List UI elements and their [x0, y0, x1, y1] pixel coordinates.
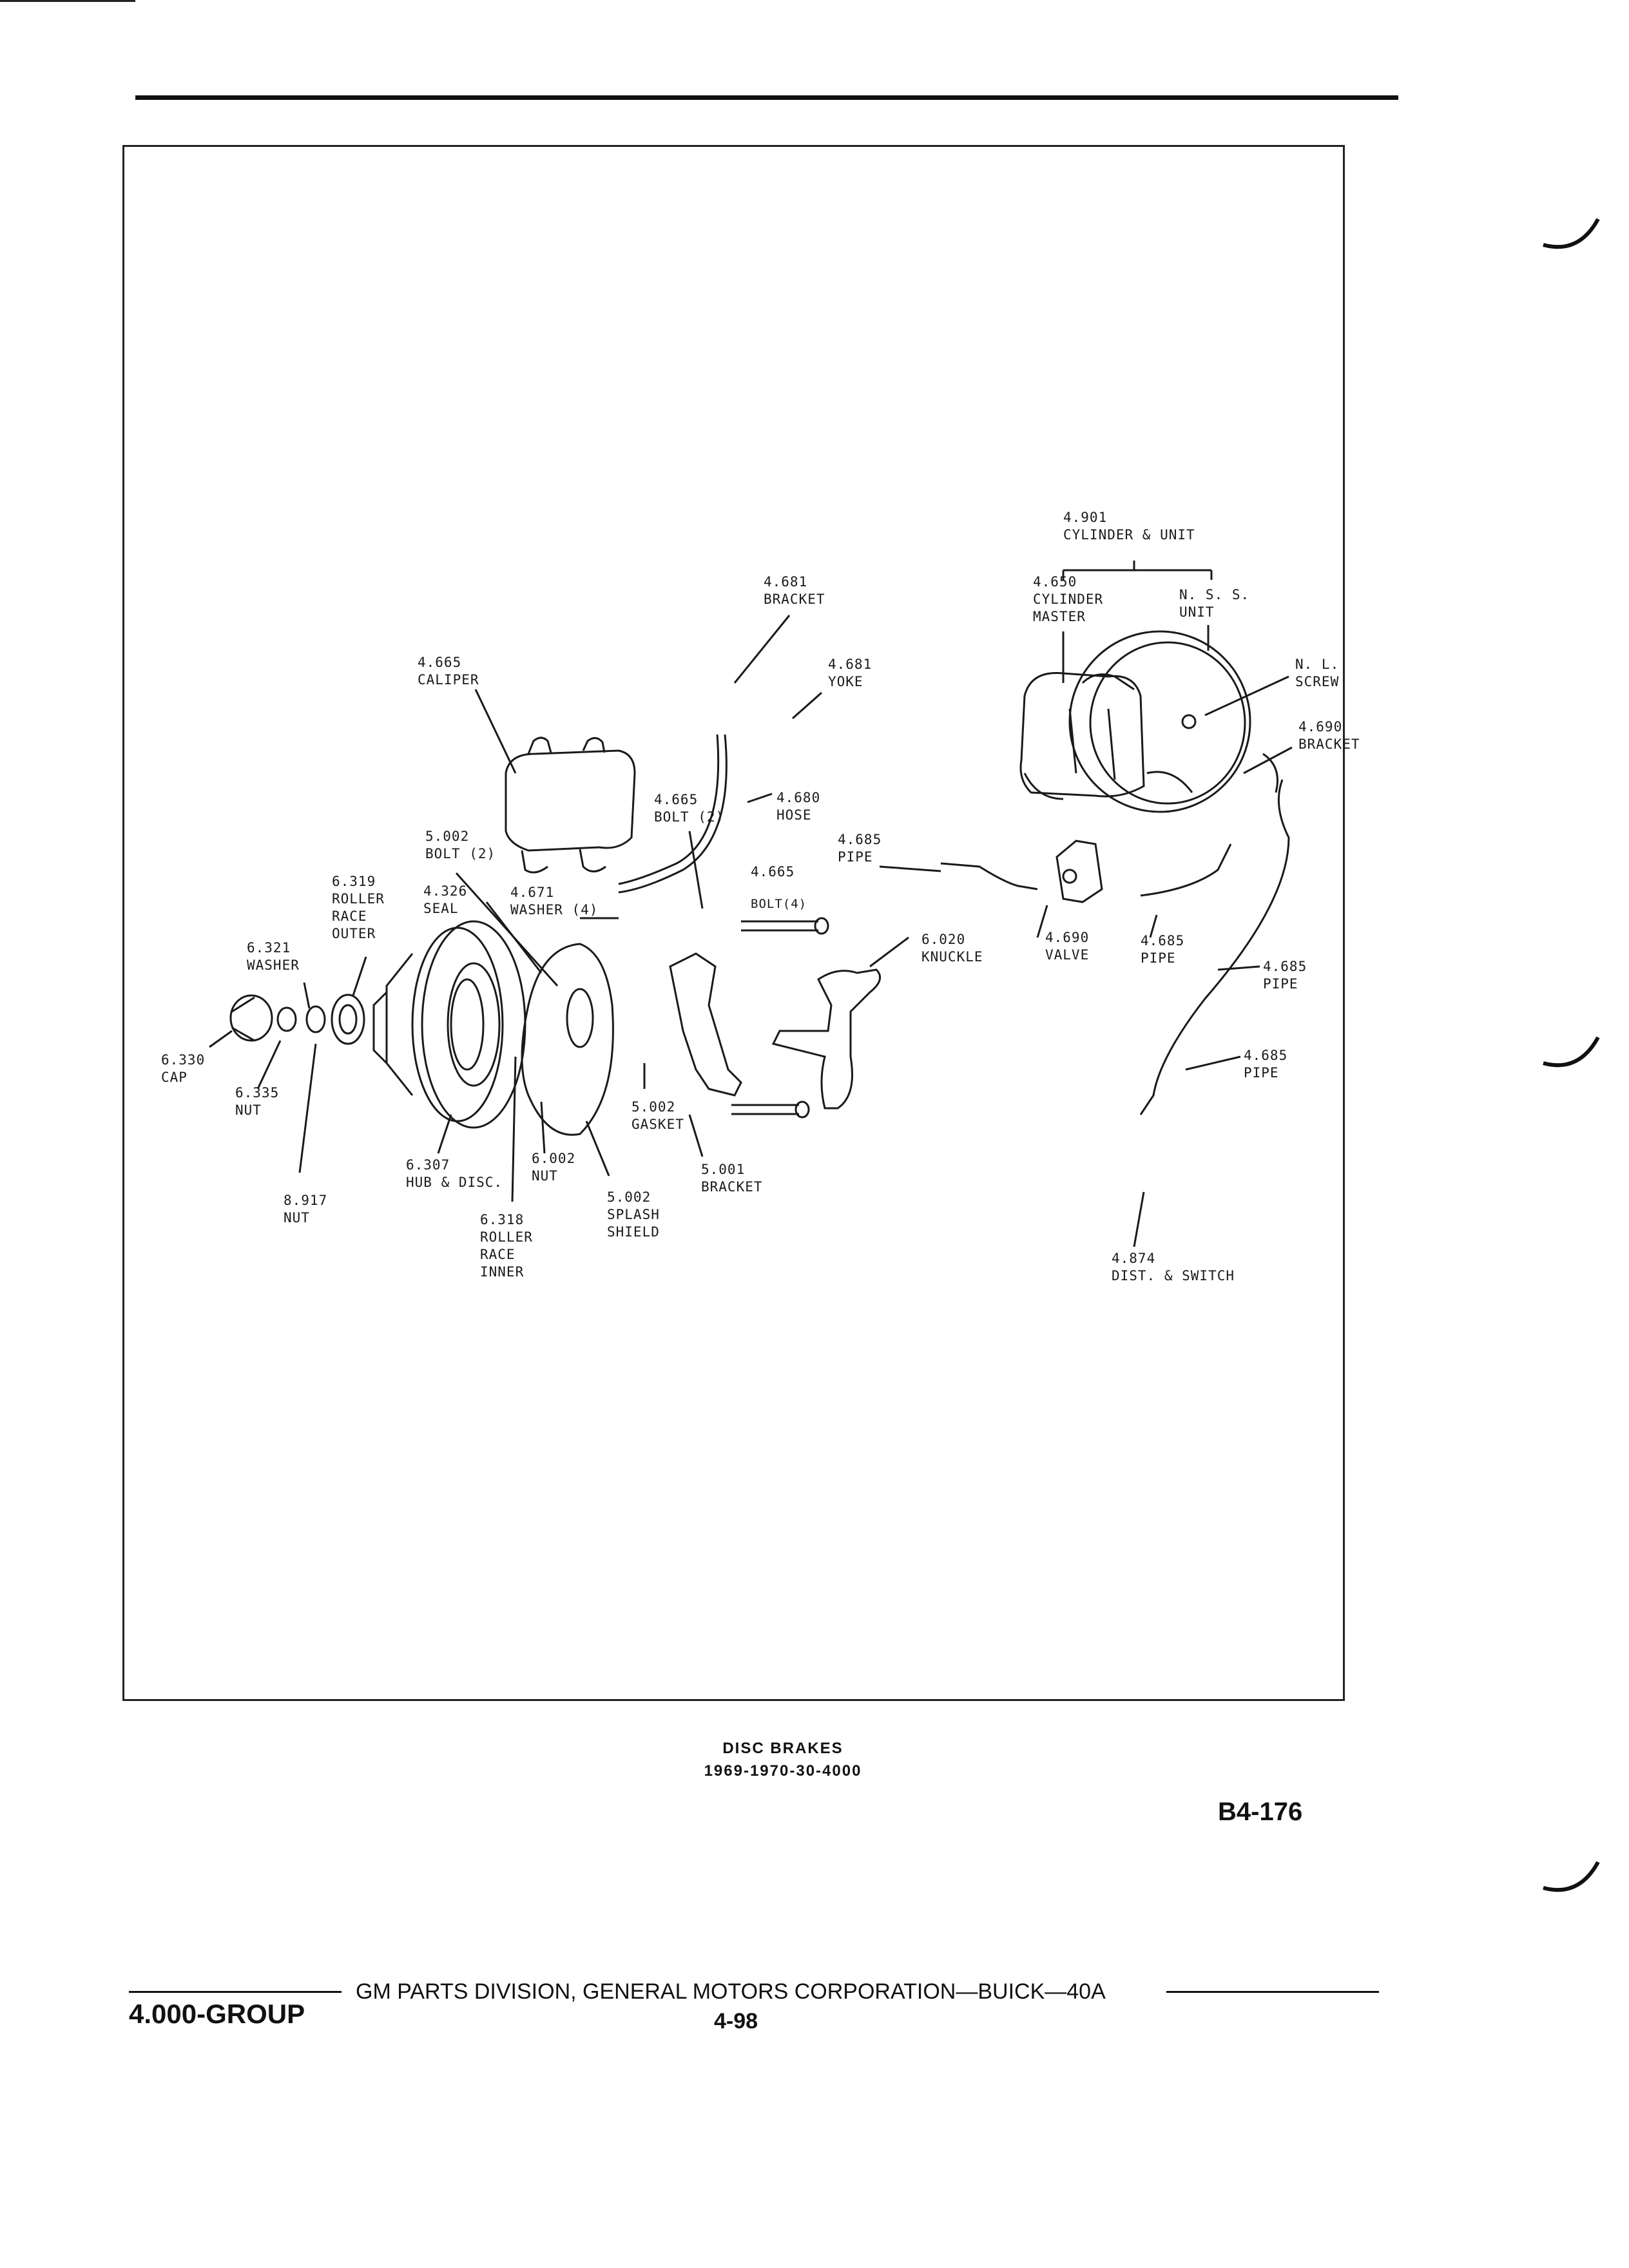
- illustration-frame: [122, 145, 1345, 1701]
- label-knuckle: 6.020 KNUCKLE: [921, 932, 983, 965]
- figure-caption-title: DISC BRAKES: [722, 1740, 843, 1757]
- page-id: B4-176: [1218, 1798, 1303, 1826]
- label-washer-4671: 4.671 WASHER (4): [510, 885, 599, 918]
- label-pipe-4685-a: 4.685 PIPE: [838, 832, 882, 865]
- scan-edge-line: [0, 0, 135, 2]
- outer-bearing: [331, 994, 365, 1045]
- label-hose-4680: 4.680 HOSE: [776, 790, 821, 823]
- label-bolt-4-small: BOLT(4): [751, 897, 807, 911]
- brake-pipe-b: [1140, 843, 1232, 897]
- label-cylinder-master: 4.650 CYLINDER MASTER: [1033, 574, 1104, 624]
- label-bolt-4665-2: 4.665 BOLT (2): [654, 792, 725, 825]
- label-nss-unit: N. S. S. UNIT: [1179, 587, 1250, 620]
- brake-hose: [618, 734, 728, 894]
- brake-pipe-a: [940, 862, 1038, 890]
- binder-mark-2: [1543, 1036, 1600, 1068]
- label-bracket-4690: 4.690 BRACKET: [1298, 719, 1360, 752]
- binder-mark-3: [1543, 1861, 1600, 1892]
- label-washer-6321: 6.321 WASHER: [247, 940, 300, 973]
- label-cylinder-and-unit: 4.901 CYLINDER & UNIT: [1063, 510, 1195, 543]
- label-gasket-5002: 5.002 GASKET: [631, 1099, 684, 1132]
- footer-title: GM PARTS DIVISION, GENERAL MOTORS CORPOR…: [356, 1979, 1106, 2004]
- label-pipe-4685-d: 4.685 PIPE: [1244, 1048, 1288, 1081]
- brake-pipe-c: [1139, 779, 1290, 1115]
- figure-caption-subtitle: 1969-1970-30-4000: [704, 1762, 862, 1780]
- label-bracket-5001: 5.001 BRACKET: [701, 1162, 763, 1195]
- caliper-bracket: [669, 952, 742, 1097]
- label-nut-6002: 6.002 NUT: [532, 1151, 576, 1184]
- footer-rule-right: [1166, 1991, 1379, 1993]
- hub-and-disc: [372, 920, 526, 1129]
- caliper-body: [505, 736, 636, 874]
- dust-cap: [229, 994, 273, 1042]
- binder-mark-1: [1543, 218, 1600, 249]
- spindle-nut: [276, 1006, 297, 1032]
- label-nut-8917: 8.917 NUT: [284, 1193, 328, 1225]
- footer-rule-left: [129, 1991, 342, 1993]
- label-valve-4690: 4.690 VALVE: [1045, 930, 1090, 963]
- label-hub-and-disc: 6.307 HUB & DISC.: [406, 1157, 503, 1190]
- label-pipe-4685-b: 4.685 PIPE: [1141, 933, 1185, 966]
- header-rule: [135, 95, 1398, 100]
- combination-valve: [1055, 840, 1103, 903]
- label-caliper: 4.665 CALIPER: [418, 655, 479, 687]
- label-bolt-5002: 5.002 BOLT (2): [425, 829, 496, 861]
- label-seal-4326: 4.326 SEAL: [423, 883, 468, 916]
- label-splash-shield: 5.002 SPLASH SHIELD: [607, 1189, 660, 1240]
- label-bracket-4681: 4.681 BRACKET: [764, 574, 825, 607]
- label-cap-6330: 6.330 CAP: [161, 1052, 206, 1085]
- thrust-washer: [305, 1005, 326, 1033]
- master-cylinder-booster: [1019, 630, 1278, 813]
- label-nut-6335: 6.335 NUT: [235, 1085, 280, 1118]
- label-roller-race-outer: 6.319 ROLLER RACE OUTER: [332, 874, 385, 941]
- label-dist-and-switch: 4.874 DIST. & SWITCH: [1112, 1251, 1235, 1283]
- label-bolt-4665-4: 4.665: [751, 864, 795, 879]
- label-roller-race-inner: 6.318 ROLLER RACE INNER: [480, 1212, 533, 1280]
- label-yoke-4681: 4.681 YOKE: [828, 657, 872, 689]
- label-pipe-4685-c: 4.685 PIPE: [1263, 959, 1307, 992]
- splash-shield: [521, 943, 614, 1136]
- footer-page-number: 4-98: [714, 2009, 758, 2033]
- label-nl-screw: N. L. SCREW: [1295, 657, 1340, 689]
- footer-group-label: 4.000-GROUP: [129, 1999, 305, 2029]
- steering-knuckle: [771, 968, 882, 1110]
